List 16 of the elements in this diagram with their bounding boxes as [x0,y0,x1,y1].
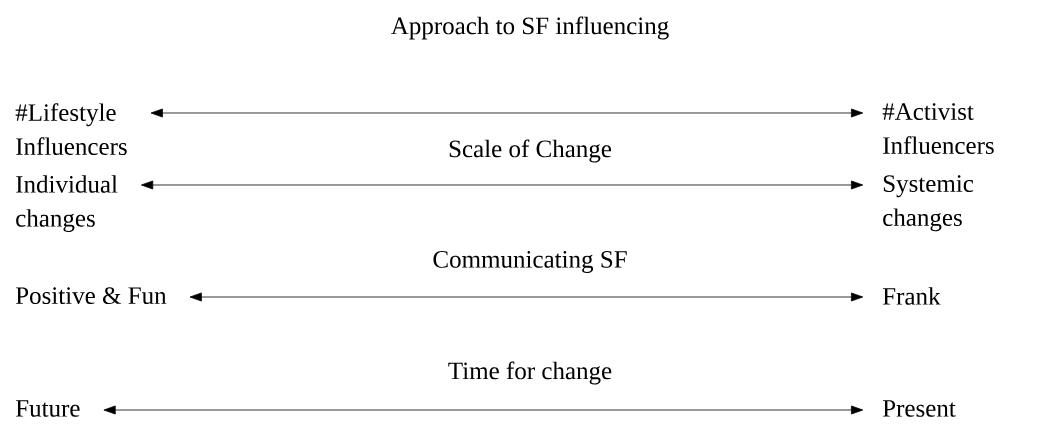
text-label: #Lifestyle Influencers [15,103,127,156]
double-arrow [141,180,864,190]
text-label: Systemic changes [883,175,974,232]
text-label: Future [15,400,80,417]
text-label: Individual changes [16,175,118,232]
double-arrow [103,405,864,415]
text-label: Positive & Fun [15,287,167,305]
axis-title: Communicating SF [433,251,627,273]
double-arrow [150,108,864,118]
axis-title: Approach to SF influencing [391,16,669,40]
double-arrow [189,292,864,302]
text-label: #Activist Influencers [882,103,994,154]
axis-title: Time for change [448,361,612,385]
text-label: Present [882,400,956,417]
axis-title: Scale of Change [449,139,612,163]
text-label: Frank [882,287,941,305]
